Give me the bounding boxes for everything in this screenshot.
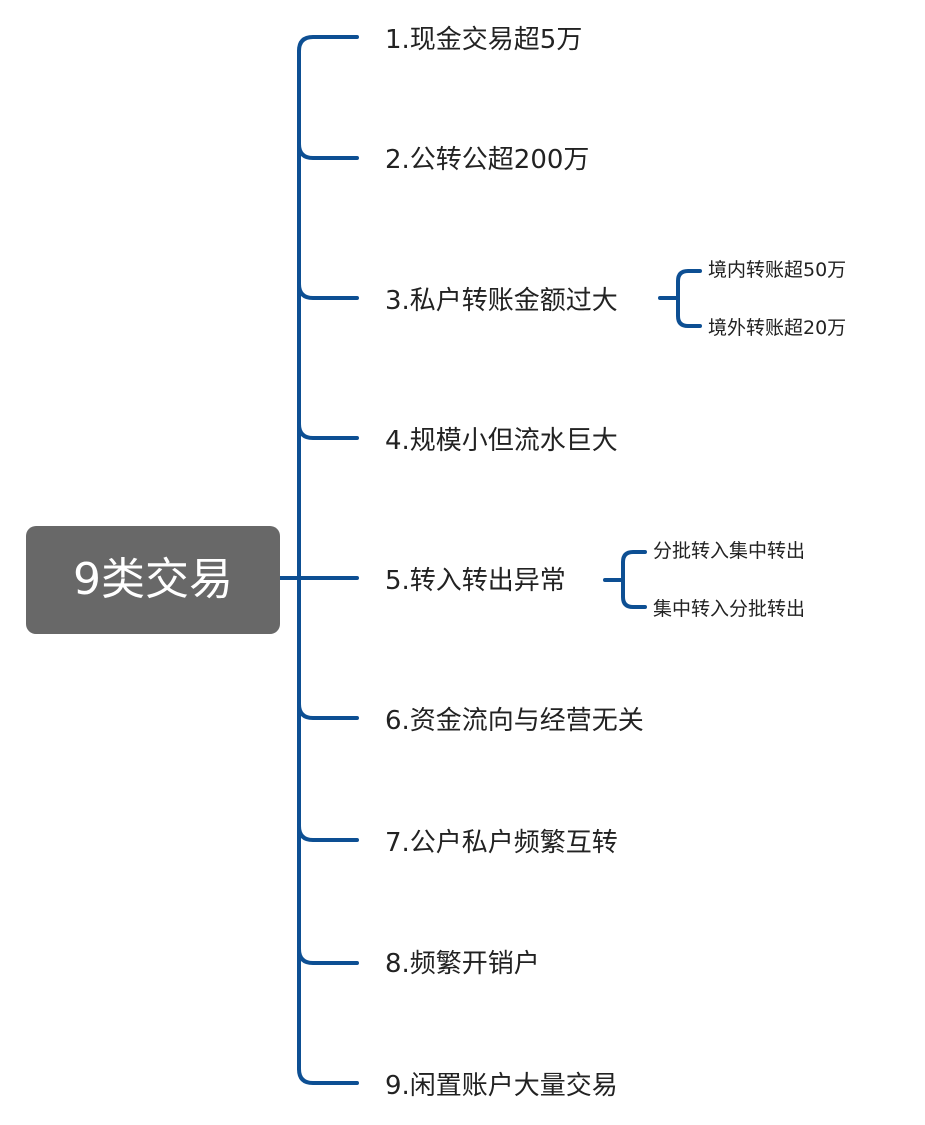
branch-node-5: 5.转入转出异常 (385, 566, 566, 596)
sub-node-5-1: 分批转入集中转出 (653, 540, 806, 562)
root-node: 9类交易 (26, 526, 280, 634)
sub-node-5-2: 集中转入分批转出 (653, 598, 806, 620)
sub-node-3-2: 境外转账超20万 (708, 317, 847, 339)
branch-connector-8 (297, 947, 359, 965)
branch-node-2: 2.公转公超200万 (385, 145, 590, 175)
branch-node-1: 1.现金交易超5万 (385, 25, 583, 55)
branch-connector-7 (297, 824, 359, 842)
branch-node-8: 8.频繁开销户 (385, 949, 540, 979)
branch-node-7: 7.公户私户频繁互转 (385, 828, 618, 858)
branch-node-6: 6.资金流向与经营无关 (385, 706, 644, 736)
connector-lines (278, 35, 702, 1085)
sub-bracket-5-bracket (621, 550, 647, 609)
branch-node-9: 9.闲置账户大量交易 (385, 1071, 618, 1101)
branch-connector-6 (297, 702, 359, 720)
branch-node-4: 4.规模小但流水巨大 (385, 426, 618, 456)
sub-node-3-1: 境内转账超50万 (708, 259, 847, 281)
branch-node-3: 3.私户转账金额过大 (385, 286, 618, 316)
root-node-label: 9类交易 (73, 554, 233, 605)
branch-connector-2 (297, 142, 359, 160)
branch-connector-9 (297, 1067, 359, 1085)
branch-connector-3 (297, 282, 359, 300)
branch-connector-1 (297, 35, 359, 53)
sub-bracket-3-bracket (676, 269, 702, 328)
branch-connector-4 (297, 422, 359, 440)
